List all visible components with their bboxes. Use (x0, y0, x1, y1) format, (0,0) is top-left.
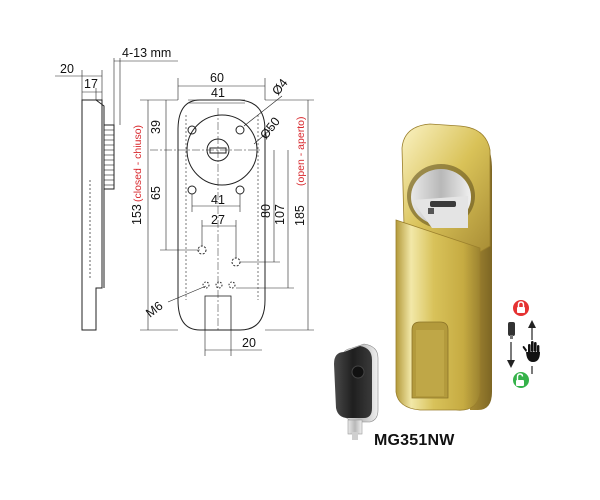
lock-open-icon (513, 372, 529, 388)
arrow-down-icon (507, 342, 515, 368)
key-icon (508, 322, 515, 339)
dim-39: 39 (149, 120, 163, 134)
dim-41-mid: 41 (211, 193, 225, 207)
dim-107: 107 (273, 204, 287, 225)
dim-185: 185 (293, 205, 307, 226)
dim-thickness: 4-13 mm (122, 46, 171, 60)
dim-80: 80 (259, 204, 273, 218)
product-model: MG351NW (374, 432, 455, 449)
dim-17: 17 (84, 77, 98, 91)
dim-60: 60 (210, 71, 224, 85)
dim-27: 27 (211, 213, 225, 227)
front-view (140, 78, 314, 356)
arrow-up-icon (528, 320, 536, 340)
dim-65: 65 (149, 186, 163, 200)
hand-icon (522, 341, 540, 362)
dim-m6: M6 (143, 299, 165, 321)
lock-closed-icon (513, 300, 529, 316)
label-closed: (closed - chiuso) (132, 125, 144, 202)
key-image (334, 343, 379, 440)
dim-41-top: 41 (211, 86, 225, 100)
dim-20-top: 20 (60, 62, 74, 76)
side-view (55, 58, 178, 331)
dim-screw-dia: Ø4 (269, 76, 290, 98)
product-render (395, 123, 492, 411)
dim-20-bottom: 20 (242, 336, 256, 350)
label-open: (open - aperto) (295, 117, 307, 186)
dim-153: 153 (130, 204, 144, 225)
